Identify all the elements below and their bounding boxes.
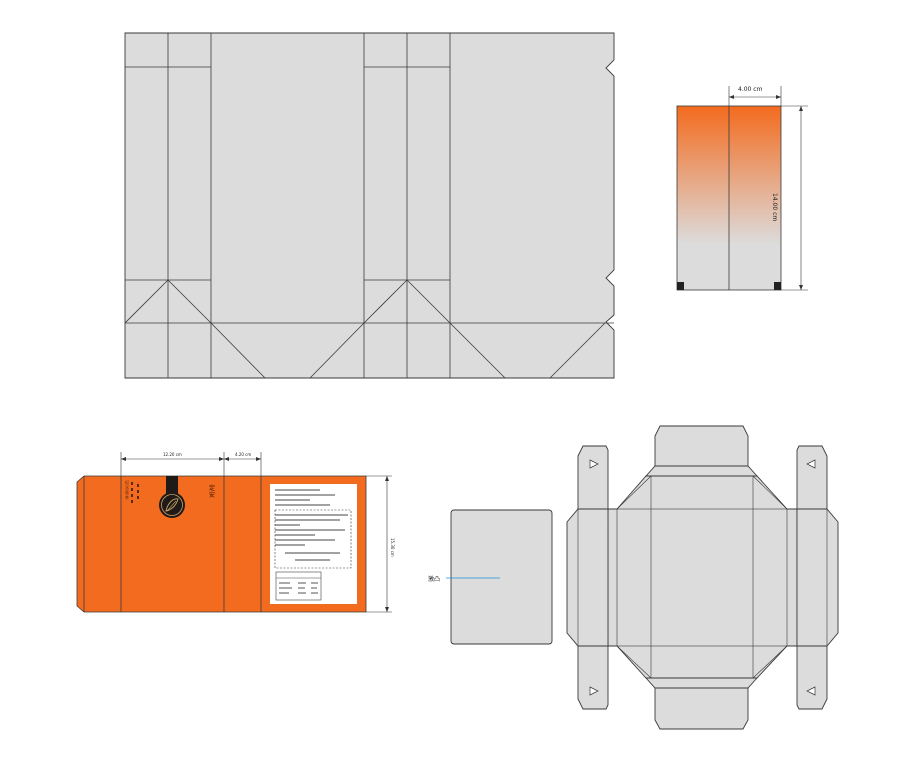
- top-right-width-dimension: 4.00 cm: [738, 86, 763, 93]
- label-dashed-box: [274, 509, 352, 569]
- tray-dieline: [566, 425, 839, 730]
- top-right-height-dimension: 14.00 cm: [771, 193, 778, 222]
- sleeve-width-dimension: 12.20 cm: [163, 452, 182, 457]
- spine-small-marks: [131, 482, 139, 503]
- tea-leaf-seal-icon: [159, 492, 185, 518]
- emblem-ribbon: [166, 476, 178, 494]
- lid-panel: [446, 509, 553, 645]
- sleeve-spine-dimension: 4.20 cm: [235, 452, 252, 457]
- label-panel: [270, 484, 357, 604]
- label-text-lines: [275, 489, 348, 561]
- nutrition-table: [275, 571, 322, 601]
- sleeve-vertical-text-b: 纪念版茶: [125, 480, 129, 500]
- bottom-left-sleeve: [76, 452, 392, 613]
- corner-mark-left: [677, 282, 684, 290]
- corner-mark-right: [774, 282, 781, 290]
- top-left-dieline: [124, 32, 615, 379]
- sleeve-height-dimension: 15.30 cm: [390, 538, 395, 557]
- top-right-panel: [676, 86, 808, 291]
- emboss-annotation: 激凸: [428, 576, 441, 583]
- sleeve-vertical-text-a: 定安: [209, 485, 216, 499]
